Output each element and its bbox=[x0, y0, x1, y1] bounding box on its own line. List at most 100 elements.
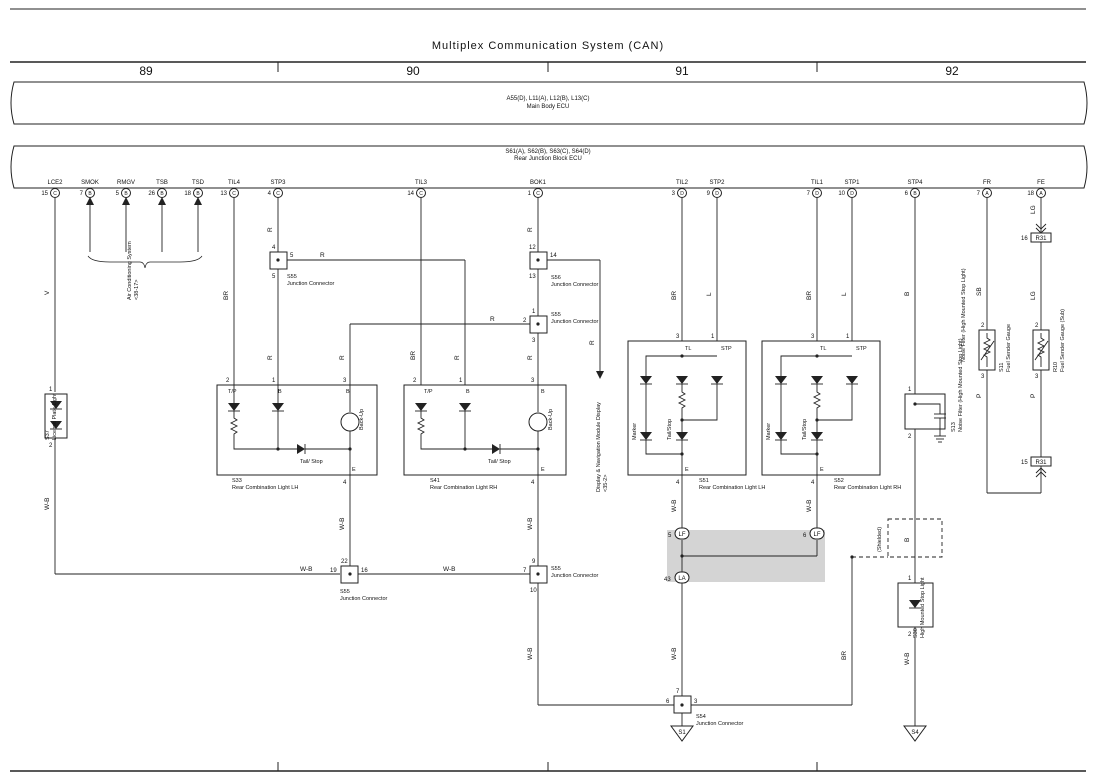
svg-text:Tail/ Stop: Tail/ Stop bbox=[300, 459, 323, 465]
terminal-connector-code: B bbox=[88, 191, 92, 197]
rear-combination-light-rh-s52 bbox=[761, 340, 881, 476]
svg-text:Junction Connector: Junction Connector bbox=[551, 282, 599, 288]
s41-internals bbox=[415, 385, 548, 475]
rear-junction-block-ecu bbox=[10, 145, 1088, 189]
svg-text:13: 13 bbox=[529, 274, 536, 280]
svg-text:Fuel Sender Gauge: Fuel Sender Gauge bbox=[1006, 324, 1012, 372]
svg-text:W-B: W-B bbox=[443, 566, 456, 573]
terminal-pin: 4 bbox=[268, 191, 272, 197]
s13-noise-filter-note: Noise Filter (High Mounted Stop Light) bbox=[961, 268, 967, 362]
svg-text:2: 2 bbox=[413, 378, 417, 384]
svg-text:2: 2 bbox=[908, 434, 912, 440]
svg-text:3: 3 bbox=[1035, 374, 1039, 380]
terminal-pin: 6 bbox=[905, 191, 909, 197]
svg-text:W-B: W-B bbox=[806, 499, 813, 512]
svg-text:S41: S41 bbox=[430, 478, 440, 484]
svg-text:4: 4 bbox=[531, 480, 535, 486]
svg-text:Noise Filter (High Mounted Sto: Noise Filter (High Mounted Stop Light) bbox=[958, 338, 964, 432]
svg-text:R: R bbox=[267, 355, 274, 360]
s51-internals bbox=[640, 354, 723, 475]
svg-text:S4: S4 bbox=[911, 730, 919, 736]
page-number: 89 bbox=[139, 64, 153, 78]
svg-text:E: E bbox=[352, 467, 356, 473]
terminal-connector-code: D bbox=[715, 191, 719, 197]
svg-text:S11: S11 bbox=[999, 363, 1005, 372]
svg-text:5: 5 bbox=[668, 533, 672, 539]
svg-text:3: 3 bbox=[676, 334, 680, 340]
license-plate-light-s37 bbox=[44, 393, 68, 439]
svg-text:W-B: W-B bbox=[904, 652, 911, 665]
arrow-icon bbox=[596, 371, 604, 379]
wire-color-v: V bbox=[44, 290, 51, 295]
terminal-connector-code: B bbox=[124, 191, 128, 197]
svg-text:Tail/Stop: Tail/Stop bbox=[667, 419, 673, 440]
svg-text:W-B: W-B bbox=[671, 647, 678, 660]
variable-resistor-icon bbox=[980, 333, 995, 367]
svg-text:R: R bbox=[339, 355, 346, 360]
svg-text:Rear Combination Light RH: Rear Combination Light RH bbox=[430, 485, 497, 491]
terminal-name: STP4 bbox=[907, 180, 923, 186]
terminal-name: STP3 bbox=[270, 180, 286, 186]
svg-text:43: 43 bbox=[664, 577, 671, 583]
svg-text:S51: S51 bbox=[699, 478, 709, 484]
svg-text:12: 12 bbox=[529, 245, 536, 251]
terminal-connector-code: C bbox=[53, 191, 57, 197]
svg-text:Junction Connector: Junction Connector bbox=[340, 596, 388, 602]
svg-text:5: 5 bbox=[272, 274, 276, 280]
svg-text:B: B bbox=[466, 389, 470, 395]
terminal-name: STP1 bbox=[844, 180, 860, 186]
splice-lf-connector bbox=[809, 527, 825, 540]
svg-text:SB: SB bbox=[976, 287, 983, 296]
svg-text:4: 4 bbox=[811, 480, 815, 486]
svg-text:2: 2 bbox=[1035, 323, 1039, 329]
svg-text:LG: LG bbox=[1030, 205, 1037, 214]
svg-text:Junction Connector: Junction Connector bbox=[551, 319, 599, 325]
splice-wiring bbox=[680, 540, 818, 572]
s52-internals bbox=[775, 354, 858, 475]
ground-s1 bbox=[670, 725, 694, 742]
navigation-ref: <35-2> bbox=[603, 475, 609, 492]
splice-lf-connector bbox=[674, 527, 690, 540]
svg-text:R: R bbox=[490, 316, 495, 323]
svg-text:S52: S52 bbox=[834, 478, 844, 484]
svg-text:STP: STP bbox=[721, 346, 732, 352]
svg-text:(Shielded): (Shielded) bbox=[877, 527, 883, 552]
svg-text:W-B: W-B bbox=[527, 647, 534, 660]
wire-color-r: R bbox=[267, 227, 274, 232]
terminal-connector-code: D bbox=[815, 191, 819, 197]
terminal-connector-code: A bbox=[985, 191, 989, 197]
svg-text:2: 2 bbox=[981, 323, 985, 329]
s37-pin: 1 bbox=[49, 387, 53, 393]
terminal-name: TIL3 bbox=[415, 180, 428, 186]
navigation-name: Display & Navigation Module Display bbox=[596, 402, 602, 492]
terminal-pin: 15 bbox=[41, 191, 48, 197]
terminal-pin: 7 bbox=[807, 191, 811, 197]
svg-text:1: 1 bbox=[459, 378, 463, 384]
terminal-name: TSD bbox=[192, 180, 205, 186]
main-body-ecu bbox=[10, 81, 1088, 125]
svg-text:16: 16 bbox=[1021, 236, 1028, 242]
svg-text:S30: S30 bbox=[913, 628, 919, 638]
terminal-pin: 14 bbox=[407, 191, 414, 197]
svg-text:6: 6 bbox=[666, 699, 670, 705]
svg-text:3: 3 bbox=[532, 338, 536, 344]
svg-text:R: R bbox=[454, 355, 461, 360]
svg-text:R31: R31 bbox=[1035, 236, 1047, 242]
terminal-connector bbox=[910, 188, 920, 198]
terminal-name: LCE2 bbox=[47, 180, 63, 186]
svg-text:Tail/Stop: Tail/Stop bbox=[802, 419, 808, 440]
svg-text:1: 1 bbox=[532, 309, 536, 315]
terminal-connector-code: C bbox=[232, 191, 236, 197]
led-icon bbox=[909, 600, 921, 608]
svg-text:L: L bbox=[841, 292, 848, 296]
led-icon bbox=[50, 401, 62, 409]
terminal-pin: 7 bbox=[977, 191, 981, 197]
terminal-connector-code: C bbox=[419, 191, 423, 197]
main-body-ecu-name: Main Body ECU bbox=[527, 104, 570, 110]
terminal-connector-code: D bbox=[850, 191, 854, 197]
terminal-connector-code: C bbox=[276, 191, 280, 197]
terminal-connector bbox=[847, 188, 857, 198]
svg-text:BR: BR bbox=[410, 351, 417, 360]
svg-text:Junction Connector: Junction Connector bbox=[696, 721, 744, 727]
